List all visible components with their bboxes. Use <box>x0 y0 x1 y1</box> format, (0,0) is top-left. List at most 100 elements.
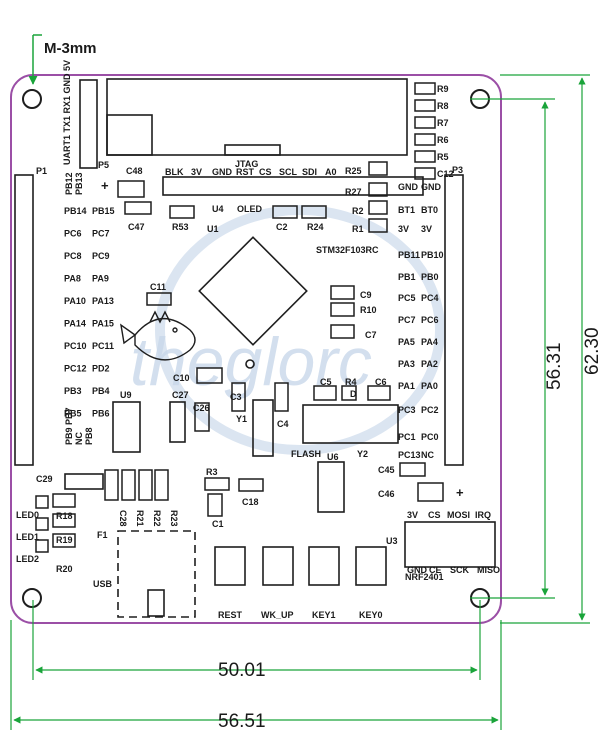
p3-left-bt1: BT1 <box>398 205 415 215</box>
u6-chip <box>317 461 345 513</box>
f1-label: F1 <box>97 530 108 540</box>
p3-left-pc1: PC1 <box>398 432 416 442</box>
label-r2: R2 <box>352 206 364 216</box>
part-c18 <box>238 478 264 492</box>
part-c11 <box>146 292 172 306</box>
p5-label: P5 <box>98 160 109 170</box>
p1-left-pb3: PB3 <box>64 386 82 396</box>
label-c27: C27 <box>172 390 189 400</box>
p3-right-gnd: GND <box>421 182 442 192</box>
p3-right-pa2: PA2 <box>421 359 438 369</box>
usb-socket <box>147 589 165 617</box>
label-r24: R24 <box>307 222 324 232</box>
p1-right-pa15: PA15 <box>92 319 114 329</box>
part-c47 <box>124 201 152 215</box>
p1-left-pb5: PB5 <box>64 409 82 419</box>
label-c48: C48 <box>126 166 143 176</box>
p3-right-nc: NC <box>421 450 434 460</box>
p3-right-3v: 3V <box>421 224 432 234</box>
p3-left-pb11: PB11 <box>398 250 420 260</box>
p1-left-pa10: PA10 <box>64 296 86 306</box>
p1-left-pb9: PB9 <box>64 427 74 445</box>
part-r53 <box>169 205 195 219</box>
dim-width-outer: 56.51 <box>218 711 266 732</box>
p1-left-pb14: PB14 <box>64 206 87 216</box>
label-r1: R1 <box>352 224 364 234</box>
p1-right-pc7: PC7 <box>92 229 110 239</box>
p1-right-pa9: PA9 <box>92 274 109 284</box>
dimension-lines <box>10 74 590 730</box>
part-r8 <box>414 99 436 112</box>
label-r10: R10 <box>360 305 377 315</box>
y2-label: Y2 <box>357 449 368 459</box>
part-r5 <box>414 150 436 163</box>
label-c7: C7 <box>365 330 377 340</box>
label-c9: C9 <box>360 290 372 300</box>
label-c2: C2 <box>276 222 288 232</box>
p3-left-pa3: PA3 <box>398 359 415 369</box>
part-c28 <box>104 469 119 501</box>
part-c9 <box>330 285 355 300</box>
nrf-bottom-sck: SCK <box>450 565 470 575</box>
p3-left-pc7: PC7 <box>398 315 416 325</box>
led-2 <box>35 539 49 553</box>
usb-label: USB <box>93 579 113 589</box>
label-c10: C10 <box>173 373 190 383</box>
label-c45: C45 <box>378 465 395 475</box>
p3-left-pa5: PA5 <box>398 337 415 347</box>
lcd-pin-3v: 3V <box>191 167 202 177</box>
p3-left-pb1: PB1 <box>398 272 416 282</box>
label-r5: R5 <box>437 152 449 162</box>
y1-label: Y1 <box>236 414 247 424</box>
label-r4: R4 <box>345 377 357 387</box>
label-c29: C29 <box>36 474 53 484</box>
label-r6: R6 <box>437 135 449 145</box>
p1-left-pc10: PC10 <box>64 341 87 351</box>
label-r23: R23 <box>169 510 179 527</box>
p3-right-pb10: PB10 <box>421 250 444 260</box>
part-r4 <box>341 385 357 401</box>
c29-cap <box>64 473 104 490</box>
nrf-top-irq: IRQ <box>475 510 491 520</box>
mount-callout: M-3mm <box>28 34 97 85</box>
part-r23 <box>154 469 169 501</box>
label-c26: C26 <box>193 403 210 413</box>
label-r8: R8 <box>437 101 449 111</box>
p1-extra-nc: NC <box>74 432 84 445</box>
part-r1 <box>368 218 388 233</box>
p1-left-pc12: PC12 <box>64 364 87 374</box>
label-r20: R20 <box>56 564 73 574</box>
nrf-top-cs: CS <box>428 510 441 520</box>
part-r19 <box>52 513 76 528</box>
part-c6 <box>367 385 391 401</box>
p1-left-pa14: PA14 <box>64 319 86 329</box>
mcu-u1 <box>198 236 308 369</box>
p3-right-pc6: PC6 <box>421 315 439 325</box>
led-1 <box>35 517 49 531</box>
nrf-bottom-miso: MISO <box>477 565 500 575</box>
label-r3: R3 <box>206 467 218 477</box>
dim-width-inner: 50.01 <box>218 660 266 681</box>
label-c1: C1 <box>212 519 224 529</box>
u6-label: U6 <box>327 452 339 462</box>
part-r10 <box>330 302 355 317</box>
mcu-title: STM32F103RC <box>316 245 379 255</box>
c27-cap <box>169 401 186 443</box>
part-c1 <box>207 493 223 517</box>
label-r7: R7 <box>437 118 449 128</box>
p1-left-pa8: PA8 <box>64 274 81 284</box>
label-d: D <box>350 389 357 399</box>
part-r22 <box>138 469 153 501</box>
part-r20 <box>52 533 76 548</box>
p1-right-pb13: PB13 <box>74 172 84 195</box>
lcd-pin-cs: CS <box>259 167 272 177</box>
button-wk-up <box>262 546 294 586</box>
button-rest <box>214 546 246 586</box>
button-label-2: KEY1 <box>312 610 336 620</box>
p1-extra-pb8: PB8 <box>84 427 94 445</box>
p1-right-pc11: PC11 <box>92 341 114 351</box>
